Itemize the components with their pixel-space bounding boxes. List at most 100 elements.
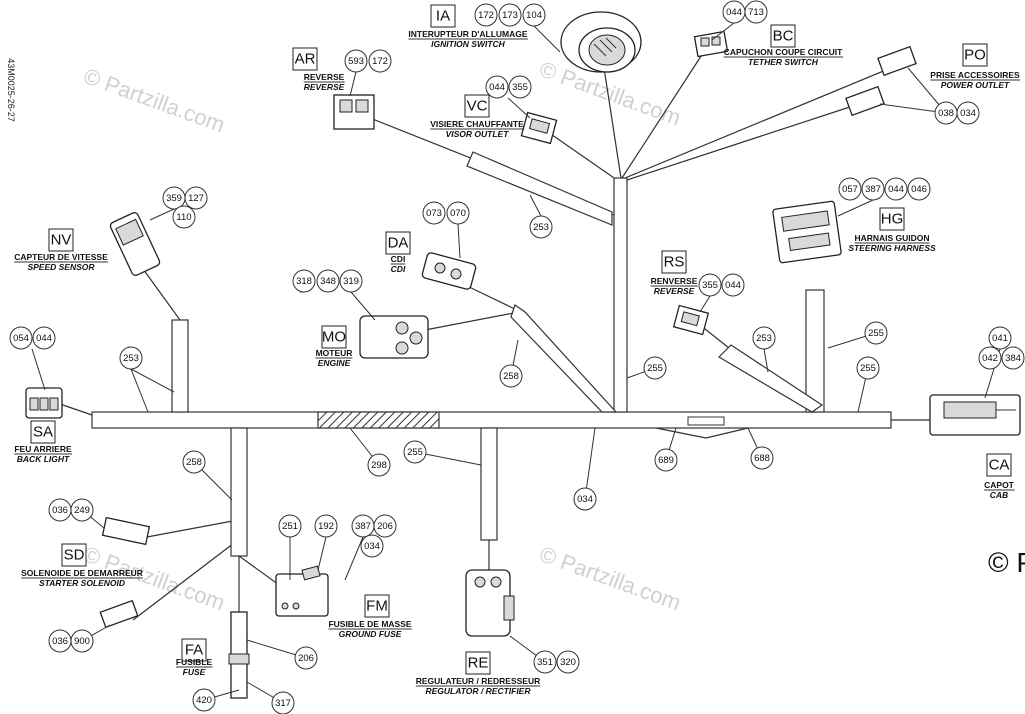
- callout-number: 319: [343, 276, 359, 287]
- callout-bubble: 593: [344, 49, 368, 73]
- callout-number: 127: [188, 193, 204, 204]
- callout-number: 253: [123, 353, 139, 364]
- callout-number: 173: [502, 10, 518, 21]
- callout-bubble: 359: [162, 186, 186, 210]
- component-name-en: STEERING HARNESS: [848, 243, 936, 253]
- callout-number: 034: [960, 108, 976, 119]
- component-code: MO: [322, 329, 346, 346]
- callout-bubble: 249: [70, 498, 94, 522]
- callout-number: 034: [577, 494, 593, 505]
- callout-bubble: 041: [988, 326, 1012, 350]
- callout-bubble: 318: [292, 269, 316, 293]
- callout-bubble: 319: [339, 269, 363, 293]
- component-name-fr: CAPTEUR DE VITESSE: [14, 252, 108, 262]
- callout-bubble: 206: [294, 646, 318, 670]
- component-code: RS: [664, 254, 685, 271]
- component-name-fr: CAPOT: [984, 480, 1015, 490]
- regulator-part: [465, 569, 515, 637]
- callout-bubble: 253: [529, 215, 553, 239]
- callout-bubble: 172: [368, 49, 392, 73]
- component-name-en: REVERSE: [654, 286, 695, 296]
- callout-bubble: 044: [722, 0, 746, 24]
- component-code: BC: [773, 28, 794, 45]
- component-name-fr: FUSIBLE DE MASSE: [328, 619, 411, 629]
- callout-bubble: 258: [499, 364, 523, 388]
- visor-outlet-part: [520, 111, 558, 145]
- callout-bubble: 348: [316, 269, 340, 293]
- component-code: VC: [467, 98, 488, 115]
- component-name-en: STARTER SOLENOID: [39, 578, 125, 588]
- callout-number: 104: [526, 10, 542, 21]
- callout-bubble: 070: [446, 201, 470, 225]
- component-name-en: ENGINE: [318, 358, 351, 368]
- component-code: PO: [964, 47, 986, 64]
- callout-bubble: 172: [474, 3, 498, 27]
- component-name-en: FUSE: [183, 667, 206, 677]
- callout-bubble: 255: [643, 356, 667, 380]
- callout-number: 255: [860, 363, 876, 374]
- callout-number: 255: [407, 447, 423, 458]
- callout-bubble: 317: [271, 691, 295, 714]
- callout-bubble: 036: [48, 498, 72, 522]
- component-code: HG: [881, 211, 904, 228]
- callout-number: 387: [355, 521, 371, 532]
- component-name-en: VISOR OUTLET: [446, 129, 510, 139]
- component-name-fr: CDI: [391, 254, 406, 264]
- callout-bubble: 258: [182, 450, 206, 474]
- callout-bubble: 044: [884, 177, 908, 201]
- callout-number: 253: [756, 333, 772, 344]
- callout-number: 255: [868, 328, 884, 339]
- callout-number: 689: [658, 455, 674, 466]
- component-code: FM: [366, 598, 388, 615]
- cdi-connector-part: [421, 252, 477, 290]
- copyright-mark: © P: [988, 547, 1025, 578]
- callout-number: 172: [372, 56, 388, 67]
- callout-number: 320: [560, 657, 576, 668]
- power-outlet-part: [845, 45, 917, 117]
- tether-switch-part: [693, 30, 729, 58]
- callout-bubble: 689: [654, 448, 678, 472]
- component-code: CA: [989, 457, 1010, 474]
- callout-number: 038: [938, 108, 954, 119]
- callout-bubble: 057: [838, 177, 862, 201]
- starter-solenoid-part: [99, 516, 151, 629]
- callout-bubble: 038: [934, 101, 958, 125]
- callout-number: 057: [842, 184, 858, 195]
- watermark: © Partzilla.com: [536, 541, 684, 615]
- callout-number: 172: [478, 10, 494, 21]
- callout-number: 192: [318, 521, 334, 532]
- component-code: AR: [295, 51, 316, 68]
- component-name-fr: REVERSE: [304, 72, 345, 82]
- callout-bubble: 384: [1001, 346, 1025, 370]
- callout-number: 036: [52, 505, 68, 516]
- component-name-fr: CAPUCHON COUPE CIRCUIT: [724, 47, 843, 57]
- steering-harness-part: [772, 200, 842, 264]
- callout-bubble: 387: [861, 177, 885, 201]
- callout-number: 351: [537, 657, 553, 668]
- callout-number: 384: [1005, 353, 1021, 364]
- callout-bubble: 253: [752, 326, 776, 350]
- callout-number: 036: [52, 636, 68, 647]
- callout-bubble: 688: [750, 446, 774, 470]
- component-name-fr: FUSIBLE: [176, 657, 213, 667]
- callout-bubble: 387: [351, 514, 375, 538]
- component-name-fr: RENVERSE: [651, 276, 698, 286]
- component-name-fr: PRISE ACCESSOIRES: [930, 70, 1020, 80]
- callout-bubble: 298: [367, 453, 391, 477]
- callout-bubble: 046: [907, 177, 931, 201]
- component-code: SD: [64, 547, 85, 564]
- callout-bubble: 420: [192, 688, 216, 712]
- renverse-connector-part: [672, 304, 710, 336]
- callout-number: 044: [36, 333, 52, 344]
- callout-number: 070: [450, 208, 466, 219]
- callout-number: 044: [726, 7, 742, 18]
- component-name-en: IGNITION SWITCH: [431, 39, 506, 49]
- component-name-fr: SOLENOIDE DE DEMARREUR: [21, 568, 143, 578]
